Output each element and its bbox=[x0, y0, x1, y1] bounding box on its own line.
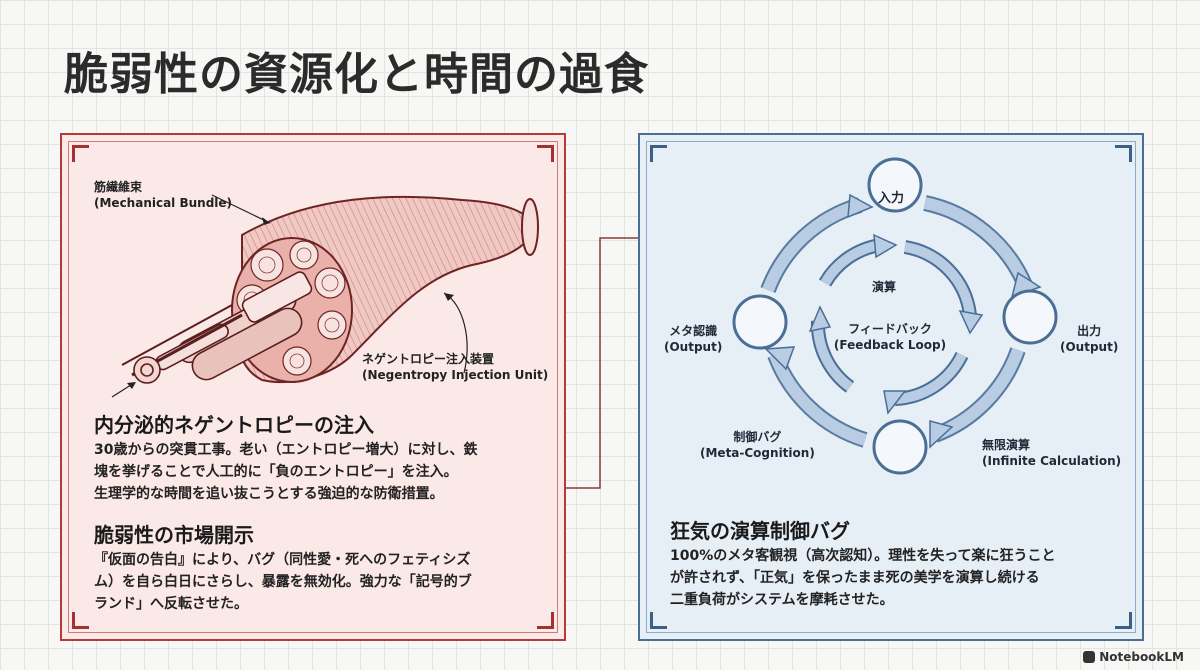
corner-bracket bbox=[72, 145, 89, 162]
body-line: 『仮面の告白』により、バグ（同性愛・死へのフェティシズ bbox=[94, 552, 471, 568]
corner-bracket bbox=[650, 145, 667, 162]
notebooklm-brand: NotebookLM bbox=[1083, 650, 1184, 664]
page-title: 脆弱性の資源化と時間の過食 bbox=[64, 49, 649, 100]
body-line: 生理学的な時間を追い抜こうとする強迫的な防衛措置。 bbox=[94, 486, 444, 502]
body-line: 二重負荷がシステムを摩耗させた。 bbox=[670, 592, 894, 608]
infinite-calc-label-jp: 無限演算 bbox=[982, 438, 1031, 452]
bundle-label-jp: 筋繊維束 bbox=[94, 180, 143, 194]
injector-label-jp: ネゲントロピー注入装置 bbox=[362, 352, 495, 366]
feedback-label-jp: フィードバック bbox=[848, 322, 932, 336]
notebooklm-logo-icon bbox=[1083, 651, 1096, 663]
infinite-calc-label-en: (Infinite Calculation) bbox=[982, 454, 1122, 468]
corner-bracket bbox=[1115, 145, 1132, 162]
corner-bracket bbox=[72, 612, 89, 629]
injector-label-en: (Negentropy Injection Unit) bbox=[362, 368, 549, 382]
section-heading-negentropy: 内分泌的ネゲントロピーの注入 bbox=[94, 413, 374, 437]
node-input-label: 入力 bbox=[878, 191, 905, 206]
feedback-cycle-diagram bbox=[732, 157, 1058, 475]
corner-bracket bbox=[650, 612, 667, 629]
body-line: 塊を挙げることで人工的に「負のエントロピー」を注入。 bbox=[94, 464, 458, 480]
feedback-label-en: (Feedback Loop) bbox=[833, 338, 947, 352]
body-line: 100%のメタ客観視（高次認知）。理性を失って楽に狂うこと bbox=[670, 548, 1056, 564]
section-body-madness: 100%のメタ客観視（高次認知）。理性を失って楽に狂うこと が許されず、「正気」… bbox=[670, 545, 1130, 611]
section-body-vulnerability: 『仮面の告白』により、バグ（同性愛・死へのフェティシズ ム）を自ら白日にさらし、… bbox=[94, 549, 544, 615]
bundle-label-en: (Mechanical Bundle) bbox=[94, 196, 233, 210]
brand-label: NotebookLM bbox=[1099, 650, 1184, 664]
corner-bracket bbox=[537, 145, 554, 162]
body-line: が許されず、「正気」を保ったまま死の美学を演算し続ける bbox=[670, 570, 1040, 586]
corner-bracket bbox=[537, 612, 554, 629]
section-body-negentropy: 30歳からの突貫工事。老い（エントロピー増大）に対し、鉄 塊を挙げることで人工的… bbox=[94, 439, 544, 505]
body-line: ム）を自ら白日にさらし、暴露を無効化。強力な「記号的ブ bbox=[94, 574, 472, 590]
corner-bracket bbox=[1115, 612, 1132, 629]
node-meta-label-jp: メタ認識 bbox=[669, 324, 718, 338]
body-line: 30歳からの突貫工事。老い（エントロピー増大）に対し、鉄 bbox=[94, 442, 478, 458]
section-heading-madness: 狂気の演算制御バグ bbox=[670, 519, 850, 543]
control-bug-label-en: (Meta-Cognition) bbox=[700, 446, 815, 460]
muscle-fiber-illustration bbox=[111, 194, 539, 398]
node-meta-label-en: (Output) bbox=[664, 340, 723, 354]
control-bug-label-jp: 制御バグ bbox=[733, 430, 782, 444]
connector-line bbox=[566, 237, 642, 489]
node-output-label-jp: 出力 bbox=[1077, 324, 1102, 338]
body-line: ランド」へ反転させた。 bbox=[94, 596, 248, 612]
section-heading-vulnerability: 脆弱性の市場開示 bbox=[94, 523, 254, 547]
inner-calc-label: 演算 bbox=[872, 280, 897, 294]
left-panel: 筋繊維束 (Mechanical Bundle) ネゲントロピー注入装置 (Ne… bbox=[60, 133, 566, 641]
right-panel: 入力 出力 (Output) メタ認識 (Output) 無限演算 (Infin… bbox=[638, 133, 1144, 641]
node-output-label-en: (Output) bbox=[1060, 340, 1119, 354]
